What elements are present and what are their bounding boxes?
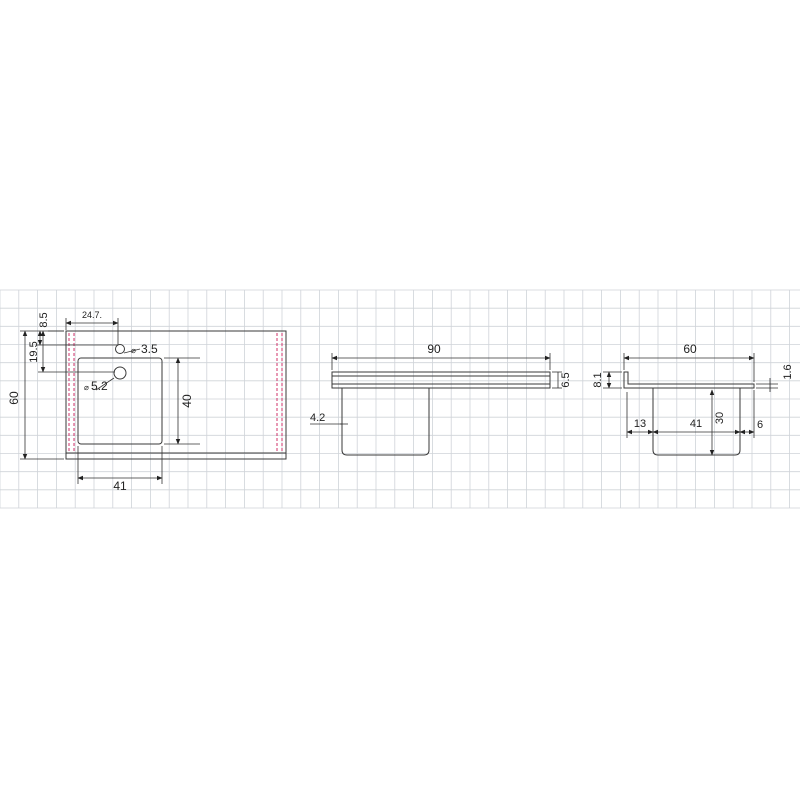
dim-upstand-label: 8.1 <box>592 372 604 387</box>
dim-rear-offset-side-label: 6 <box>757 419 763 431</box>
dim-drain-hole-label: ⌀ <box>84 383 89 392</box>
dim-drain-hole-value: 5.2 <box>91 379 108 393</box>
side-view-countertop <box>623 371 755 389</box>
dim-tap-offset-label: 19.5 <box>28 341 40 362</box>
side-view-bowl <box>652 388 741 456</box>
top-view-dimension-labels: 24.7. 8.5 19.5 60 ⌀ 3.5 ⌀ 5.2 40 41 <box>7 310 194 493</box>
front-view: 90 6.5 4.2 <box>310 342 572 456</box>
drain-hole-icon <box>113 366 127 380</box>
dim-rear-offset-label: 8.5 <box>38 312 50 327</box>
side-view: 60 8.1 1.6 13 41 30 6 <box>592 342 794 456</box>
dim-thickness-label: 6.5 <box>560 372 572 387</box>
dim-bowl-offset-label: 4.2 <box>310 412 325 424</box>
dim-length-label: 90 <box>427 342 441 356</box>
dim-tap-hole-value: 3.5 <box>141 342 158 356</box>
dim-side-depth-label: 60 <box>683 342 697 356</box>
front-view-countertop <box>331 371 551 389</box>
dim-side-bowl-width-label: 41 <box>690 418 702 430</box>
front-view-dimension-labels: 90 6.5 4.2 <box>310 342 572 424</box>
top-view-bowl-outline <box>77 357 163 445</box>
front-view-bowl <box>341 388 430 456</box>
dim-tap-hole-label: ⌀ <box>131 346 136 355</box>
side-view-dimensions <box>603 353 778 456</box>
dim-depth-total-label: 60 <box>7 391 21 405</box>
dim-bowl-height-label: 30 <box>714 412 726 424</box>
dim-front-offset-label: 13 <box>634 418 646 430</box>
tap-hole-icon <box>115 344 125 354</box>
dim-rear-width-label: 24.7. <box>82 310 102 320</box>
dim-bowl-depth-label: 40 <box>180 394 194 408</box>
background-grid <box>0 289 800 509</box>
top-view-countertop-outline <box>65 330 287 460</box>
top-view-dimensions <box>20 318 200 484</box>
front-view-dimensions <box>310 353 562 425</box>
dim-top-thickness-label: 1.6 <box>782 364 794 379</box>
dim-bowl-width-label: 41 <box>113 479 127 493</box>
side-view-dimension-labels: 60 8.1 1.6 13 41 30 6 <box>592 342 794 431</box>
top-view: 24.7. 8.5 19.5 60 ⌀ 3.5 ⌀ 5.2 40 41 <box>7 310 287 493</box>
